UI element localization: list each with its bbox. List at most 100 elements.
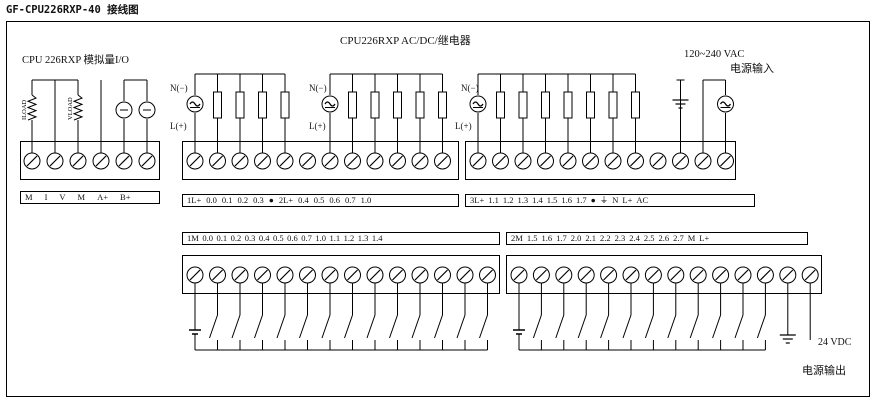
screw-terminal-icon bbox=[652, 155, 664, 167]
load-resistor-icon bbox=[586, 91, 595, 119]
terminal-label: 1M bbox=[187, 233, 199, 243]
screw-terminal-icon bbox=[279, 155, 291, 167]
vload-label: VLOAD bbox=[67, 97, 74, 120]
ac-source-icon bbox=[324, 101, 336, 107]
terminal-label: 1.3 bbox=[357, 233, 369, 243]
screw-terminal-icon bbox=[437, 269, 448, 281]
terminal-label: 0.0 bbox=[206, 195, 217, 205]
switch-icon bbox=[209, 314, 218, 339]
power-output-label: 电源输出 bbox=[802, 365, 846, 377]
screw-terminal-icon bbox=[535, 269, 547, 281]
analog-terminal-block bbox=[20, 141, 160, 180]
analog-heading: CPU 226RXP 模拟量I/O bbox=[22, 55, 129, 66]
n-minus-label-2: N(−) bbox=[309, 83, 327, 93]
l-plus-label-2: L(+) bbox=[309, 121, 326, 131]
terminal-label: 0.0 bbox=[202, 233, 213, 243]
switch-icon bbox=[479, 314, 488, 339]
terminal-label: 1.7 bbox=[556, 233, 567, 243]
screw-terminal-icon bbox=[257, 155, 268, 167]
screw-terminal-icon bbox=[513, 269, 525, 281]
terminal-label: 2.4 bbox=[629, 233, 640, 243]
terminal-label: 0.4 bbox=[298, 195, 309, 205]
load-resistor-icon bbox=[348, 91, 357, 119]
screw-terminal-icon bbox=[392, 269, 403, 281]
switch-icon bbox=[389, 314, 398, 339]
load-resistor-icon bbox=[258, 91, 267, 119]
load-resistor-icon bbox=[280, 91, 290, 119]
terminal-label: 0.7 bbox=[301, 233, 312, 243]
terminal-label: 0.5 bbox=[313, 195, 325, 205]
terminal-label: 1L+ bbox=[187, 195, 202, 205]
terminal-label: 2.5 bbox=[643, 233, 655, 243]
terminal-label: 0.6 bbox=[329, 195, 341, 205]
load-resistor-icon bbox=[496, 91, 505, 119]
terminal-label: 2.7 bbox=[673, 233, 684, 243]
screw-terminal-icon bbox=[257, 269, 268, 281]
screw-terminal-icon bbox=[517, 155, 529, 167]
terminal-label: 1.3 bbox=[517, 195, 529, 205]
terminal-label: 1.0 bbox=[360, 195, 372, 205]
terminal-label: 1.6 bbox=[541, 233, 553, 243]
load-resistor-icon bbox=[415, 91, 425, 119]
screw-terminal-icon bbox=[324, 269, 336, 281]
power-input-label: 电源输入 bbox=[730, 63, 774, 75]
load-resistor-icon bbox=[26, 94, 38, 121]
screw-terminal-icon bbox=[697, 155, 709, 167]
screw-terminal-icon bbox=[302, 269, 313, 281]
screw-terminal-icon bbox=[212, 269, 223, 281]
screw-terminal-icon bbox=[782, 269, 794, 281]
terminal-label: 2L+ bbox=[278, 195, 294, 205]
screw-terminal-icon bbox=[472, 155, 484, 167]
screw-terminal-icon bbox=[630, 155, 641, 167]
screw-terminal-icon bbox=[212, 155, 223, 167]
l-plus-label-3: L(+) bbox=[455, 121, 472, 131]
diagram-title: GF-CPU226RXP-40 接线图 bbox=[6, 4, 139, 16]
switch-icon bbox=[555, 314, 565, 339]
terminal-label: B+ bbox=[120, 192, 131, 202]
switch-icon bbox=[456, 314, 466, 339]
terminal-label: M bbox=[25, 192, 33, 202]
terminal-label: 0.2 bbox=[237, 195, 249, 205]
terminal-label: 1.4 bbox=[532, 195, 543, 205]
ac-source-icon bbox=[189, 101, 201, 107]
screw-terminal-icon bbox=[558, 269, 570, 281]
load-resistor-icon bbox=[370, 91, 380, 119]
switch-icon bbox=[600, 314, 610, 339]
terminal-label: V bbox=[59, 192, 66, 202]
terminal-label: 0.6 bbox=[287, 233, 298, 243]
terminal-label: 1.5 bbox=[546, 195, 558, 205]
switch-icon bbox=[231, 314, 241, 339]
switch-icon bbox=[532, 314, 542, 339]
terminal-label: 2M bbox=[511, 233, 523, 243]
screw-terminal-icon bbox=[625, 269, 637, 281]
screw-terminal-icon bbox=[804, 269, 816, 281]
l-plus-label-1: L(+) bbox=[170, 121, 187, 131]
terminal-label: 1.5 bbox=[526, 233, 538, 243]
terminal-label: A+ bbox=[97, 192, 109, 202]
load-resistor-icon bbox=[563, 91, 573, 119]
terminal-label: 2.6 bbox=[658, 233, 670, 243]
screw-terminal-icon bbox=[482, 269, 493, 281]
screw-terminal-icon bbox=[675, 155, 686, 167]
terminal-label: 1.2 bbox=[502, 195, 514, 205]
terminal-label: 0.1 bbox=[216, 233, 228, 243]
n-minus-label-3: N(−) bbox=[461, 83, 479, 93]
ac-source-icon bbox=[472, 101, 484, 107]
terminal-label: 0.5 bbox=[272, 233, 284, 243]
terminal-label: M bbox=[77, 192, 86, 202]
output-terminal-block-2 bbox=[465, 141, 736, 180]
screw-terminal-icon bbox=[347, 269, 358, 281]
load-resistor-icon bbox=[235, 91, 245, 119]
terminal-label: 1.6 bbox=[561, 195, 572, 205]
load-resistor-icon bbox=[541, 91, 550, 119]
screw-terminal-icon bbox=[234, 155, 246, 167]
terminal-label: 2.2 bbox=[599, 233, 611, 243]
screw-terminal-icon bbox=[585, 155, 596, 167]
load-resistor-icon bbox=[213, 91, 222, 119]
screw-terminal-icon bbox=[302, 155, 313, 167]
